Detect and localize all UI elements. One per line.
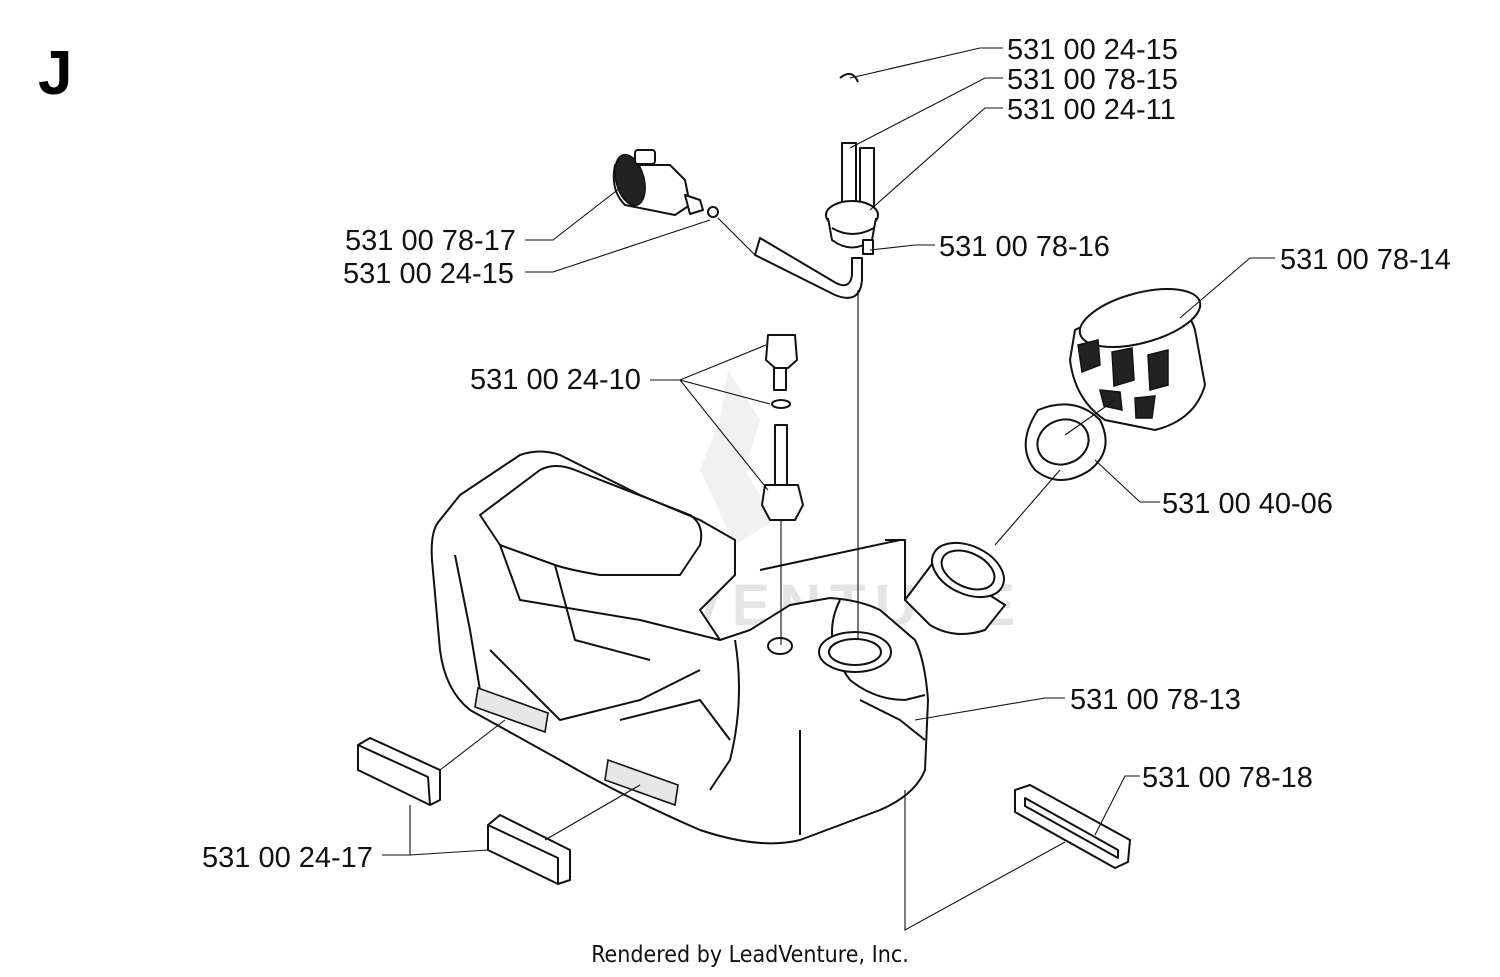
section-letter: J [38,39,72,108]
label-531-00-24-15-left: 531 00 24-15 [343,258,514,290]
tank-foot-pad-right [604,758,679,807]
label-531-00-24-15-top: 531 00 24-15 [1007,34,1178,66]
label-531-00-78-15: 531 00 78-15 [1007,64,1178,96]
rubber-pad-left [357,737,441,806]
render-credit: Rendered by LeadVenture, Inc. [591,942,909,968]
label-531-00-78-14: 531 00 78-14 [1280,244,1451,276]
mounting-pad [1014,784,1131,869]
fuel-cap [1069,288,1206,431]
breather-valve [761,334,804,521]
label-531-00-24-10: 531 00 24-10 [470,364,641,396]
cap-gasket [1024,403,1107,481]
watermark-emblem [700,370,775,545]
filter-clip [707,206,719,218]
label-531-00-24-11: 531 00 24-11 [1007,94,1176,126]
fuel-hose [754,237,863,299]
label-531-00-78-18: 531 00 78-18 [1142,762,1313,794]
leader-lines [382,47,1275,931]
tank-filler-neck [931,541,1005,599]
label-531-00-78-13: 531 00 78-13 [1070,684,1241,716]
part-labels: 531 00 24-15 531 00 78-15 531 00 24-11 5… [202,34,1451,874]
fuel-filter [612,149,719,218]
rubber-pad-bottom [487,814,571,885]
label-531-00-24-17: 531 00 24-17 [202,842,373,874]
tank-foot-pad-left [474,686,549,734]
fuel-tank [430,450,1006,845]
tank-grommet [825,72,879,255]
label-531-00-78-16: 531 00 78-16 [939,231,1110,263]
label-531-00-40-06: 531 00 40-06 [1162,488,1333,520]
tank-vent-hole [767,637,793,655]
label-531-00-78-17: 531 00 78-17 [345,225,516,257]
